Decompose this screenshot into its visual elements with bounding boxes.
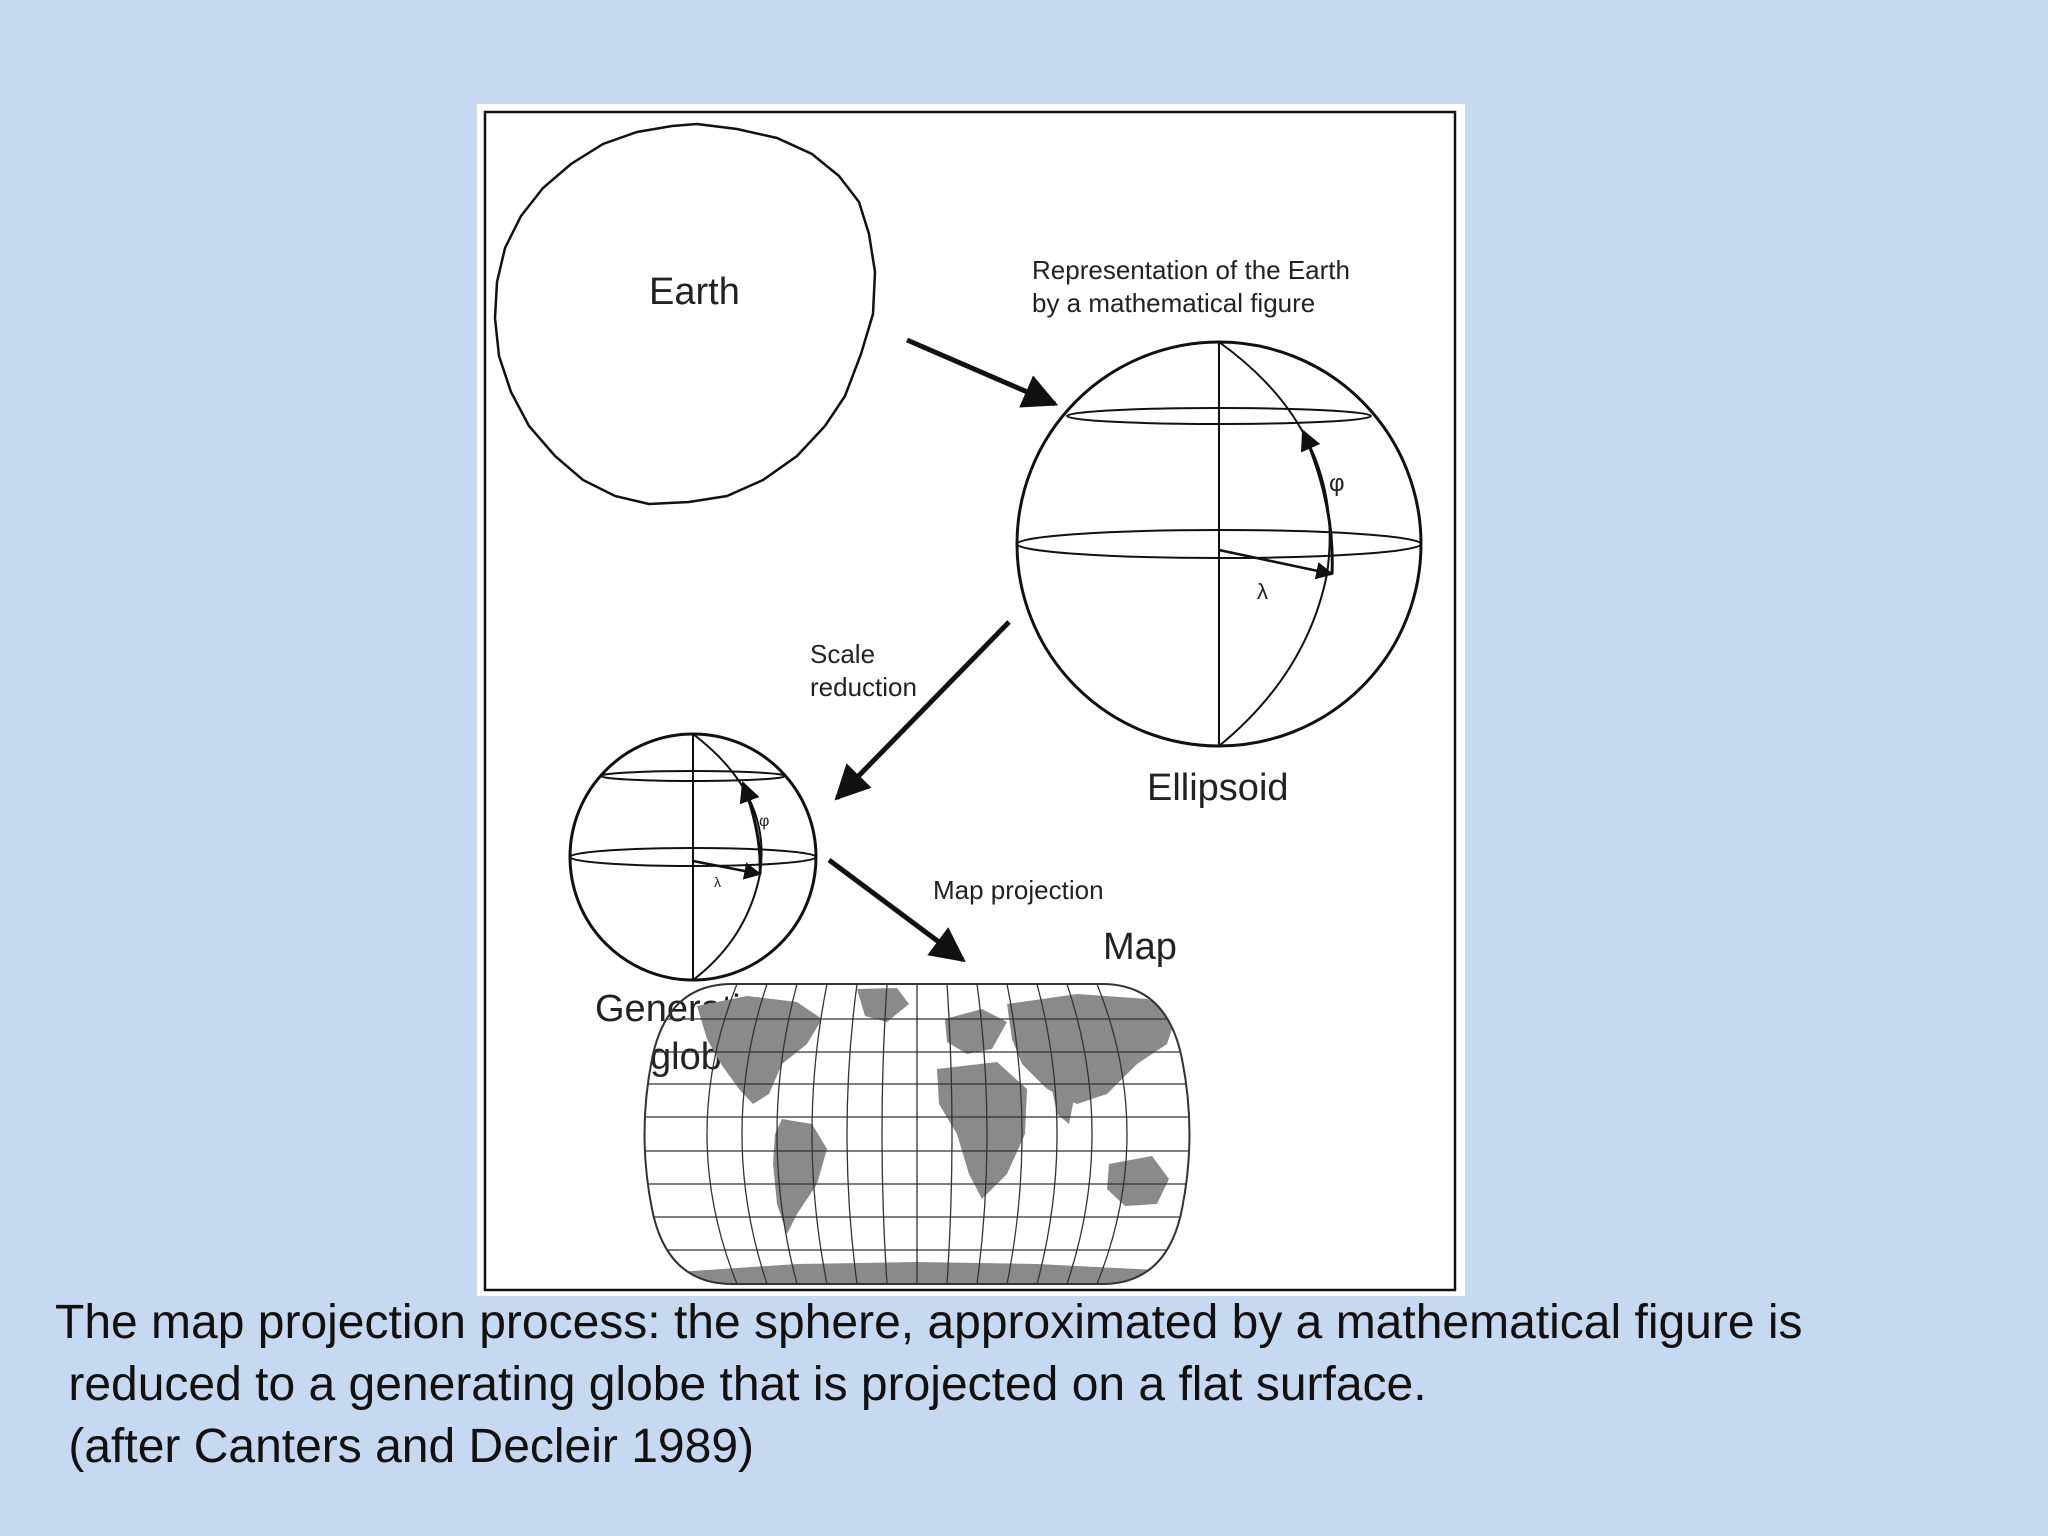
ellipsoid-phi-symbol: φ xyxy=(1329,470,1345,497)
globe-phi-symbol: φ xyxy=(759,813,769,830)
earth-outline xyxy=(493,122,877,506)
generating-globe xyxy=(568,732,818,982)
representation-label-line1: Representation of the Earth xyxy=(1032,255,1350,285)
map-projection-diagram: Earth Representation of the Earth by a m… xyxy=(483,110,1457,1292)
representation-label-line2: by a mathematical figure xyxy=(1032,288,1315,318)
radius-arrow xyxy=(1218,548,1334,580)
map-label: Map xyxy=(1103,926,1177,968)
ellipsoid-label: Ellipsoid xyxy=(1147,767,1289,809)
latitude-arc-arrow xyxy=(1300,429,1334,575)
caption-line-2: reduced to a generating globe that is pr… xyxy=(55,1358,1427,1411)
map-projection-label: Map projection xyxy=(933,875,1104,905)
figure-frame xyxy=(483,110,1457,1292)
map-outline xyxy=(643,983,1191,1285)
arrow-to-generating-globe xyxy=(834,620,1011,801)
scale-label-line1: Scale xyxy=(810,639,875,669)
world-map xyxy=(643,983,1191,1285)
figure-panel: Earth Representation of the Earth by a m… xyxy=(477,104,1465,1296)
globe-lambda-symbol: λ xyxy=(714,874,721,890)
ellipsoid-lambda-symbol: λ xyxy=(1257,579,1268,604)
ellipsoid xyxy=(1015,340,1423,748)
caption-line-3: (after Canters and Decleir 1989) xyxy=(55,1420,754,1473)
map-graticule xyxy=(644,984,1190,1284)
caption-line-1: The map projection process: the sphere, … xyxy=(55,1296,1803,1349)
arrow-to-ellipsoid xyxy=(906,337,1059,408)
figure-caption: The map projection process: the sphere, … xyxy=(55,1292,2015,1478)
arrow-to-map xyxy=(827,857,966,963)
scale-label-line2: reduction xyxy=(810,672,917,702)
earth-label: Earth xyxy=(649,271,740,313)
